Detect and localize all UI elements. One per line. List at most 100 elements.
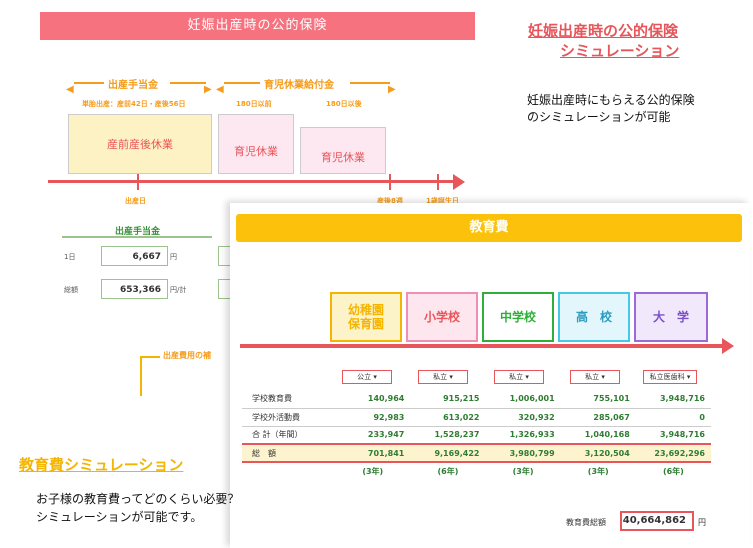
education-timeline <box>240 344 730 348</box>
dropdown-icon: ▾ <box>449 373 453 381</box>
cell-value: 0 <box>635 408 711 427</box>
cell-value: 915,215 <box>410 390 486 409</box>
years-value: (3年) <box>512 467 534 476</box>
table-row: 学校外活動費 92,983 613,022 320,932 285,067 0 <box>242 408 711 427</box>
maternity-header: 妊娠出産時の公的保険 <box>40 12 475 40</box>
cell-value: 1,326,933 <box>485 426 561 445</box>
cell-value: 613,022 <box>410 408 486 427</box>
maternity-sim-title-2: シミュレーション <box>560 42 680 60</box>
select-value: 私立 <box>585 373 600 381</box>
maternity-desc-2: のシミュレーションが可能 <box>527 110 671 124</box>
calc-value-total: 653,366 <box>101 279 168 299</box>
dropdown-icon: ▾ <box>373 373 377 381</box>
callout-bracket <box>140 356 142 396</box>
box-childcare-leave-1: 育児休業 <box>218 114 294 174</box>
table-row-total: 総 額 701,841 9,169,422 3,980,799 3,120,50… <box>242 444 711 463</box>
dropdown-icon: ▾ <box>686 373 691 381</box>
row-label: 学校教育費 <box>242 390 336 409</box>
education-desc-1: お子様の教育費ってどのくらい必要？ <box>36 492 240 506</box>
school-type-select[interactable]: 公立 ▾ <box>342 370 392 384</box>
tick-8w-label: 産後8週 <box>377 197 403 205</box>
arrow-right-icon: ▶ <box>204 84 212 95</box>
school-type-select[interactable]: 私立 ▾ <box>570 370 620 384</box>
education-cost-table: 学校教育費 140,964 915,215 1,006,001 755,101 … <box>242 390 711 480</box>
tick-8w <box>389 174 391 190</box>
cell-value: 755,101 <box>560 390 636 409</box>
stage-university[interactable]: 大 学 <box>634 292 708 342</box>
sub-180-before: 180日以前 <box>236 100 272 108</box>
box-childcare-leave-2: 育児休業 <box>300 127 386 174</box>
maternity-timeline <box>48 180 456 183</box>
cell-value: 92,983 <box>335 408 411 427</box>
table-row: 合 計（年間） 233,947 1,528,237 1,326,933 1,04… <box>242 426 711 445</box>
stage-kindergarten[interactable]: 幼稚園 保育園 <box>330 292 402 342</box>
calc-divider <box>62 236 212 238</box>
cell-value: 285,067 <box>560 408 636 427</box>
stage-elementary[interactable]: 小学校 <box>406 292 478 342</box>
box-prepost-leave: 産前産後休業 <box>68 114 212 174</box>
calc-label-total: 総額 <box>64 286 78 294</box>
maternity-sim-title-1: 妊娠出産時の公的保険 <box>528 22 679 40</box>
callout-label: 出産費用の補 <box>163 351 211 360</box>
phase-line <box>170 82 206 84</box>
calc-unit-total: 円/計 <box>170 286 187 294</box>
cell-value: 1,528,237 <box>410 426 486 445</box>
school-type-select[interactable]: 私立 ▾ <box>494 370 544 384</box>
years-spacer <box>242 462 335 480</box>
arrow-left-icon: ◀ <box>216 84 224 95</box>
row-label: 合 計（年間） <box>242 426 336 445</box>
calc-unit-day: 円 <box>170 253 177 261</box>
calc-box-partial <box>218 279 232 299</box>
select-value: 私立 <box>433 373 448 381</box>
arrow-right-icon: ▶ <box>388 84 396 95</box>
education-sim-title: 教育費シミュレーション <box>19 456 184 474</box>
phase-line <box>224 82 260 84</box>
calc-value-day: 6,667 <box>101 246 168 266</box>
arrow-left-icon: ◀ <box>66 84 74 95</box>
tick-birth-label: 出産日 <box>125 197 146 205</box>
row-label: 学校外活動費 <box>242 408 336 427</box>
tick-1y <box>437 174 439 190</box>
sub-180-after: 180日以後 <box>326 100 362 108</box>
education-desc-2: シミュレーションが可能です。 <box>36 510 203 524</box>
cell-value: 320,932 <box>485 408 561 427</box>
stage-junior-high[interactable]: 中学校 <box>482 292 554 342</box>
calc-title: 出産手当金 <box>115 227 161 237</box>
phase-childcare-label: 育児休業給付金 <box>264 80 334 91</box>
select-value: 私立 <box>509 373 524 381</box>
tick-birth <box>137 174 139 190</box>
calc-box-partial <box>218 246 232 266</box>
cell-value: 3,948,716 <box>635 426 711 445</box>
dropdown-icon: ▾ <box>525 373 529 381</box>
phase-birth-label: 出産手当金 <box>108 80 158 91</box>
total-label: 教育費総額 <box>566 518 606 527</box>
timeline-arrowhead <box>453 174 465 190</box>
stage-high-school[interactable]: 高 校 <box>558 292 630 342</box>
total-unit: 円 <box>698 518 706 527</box>
select-value: 私立医歯科 <box>649 373 685 381</box>
table-row-years: (3年) (6年) (3年) (3年) (6年) <box>242 462 711 480</box>
cell-value: 701,841 <box>335 444 411 463</box>
cell-value: 233,947 <box>335 426 411 445</box>
education-arrowhead <box>722 338 734 354</box>
school-type-select[interactable]: 私立医歯科 ▾ <box>643 370 697 384</box>
cell-value: 3,980,799 <box>485 444 561 463</box>
phase-line <box>74 82 104 84</box>
phase-line <box>350 82 390 84</box>
cell-value: 1,040,168 <box>560 426 636 445</box>
cell-value: 23,692,296 <box>635 444 711 463</box>
cell-value: 3,120,504 <box>560 444 636 463</box>
total-value: 40,664,862 <box>620 511 694 531</box>
school-type-select[interactable]: 私立 ▾ <box>418 370 468 384</box>
cell-value: 9,169,422 <box>410 444 486 463</box>
cell-value: 140,964 <box>335 390 411 409</box>
tick-1y-label: 1歳誕生日 <box>426 197 459 205</box>
dropdown-icon: ▾ <box>601 373 605 381</box>
cell-value: 1,006,001 <box>485 390 561 409</box>
callout-bracket <box>140 356 160 358</box>
years-value: (6年) <box>437 467 459 476</box>
years-value: (3年) <box>587 467 609 476</box>
row-label: 総 額 <box>242 444 336 463</box>
select-value: 公立 <box>357 373 372 381</box>
years-value: (6年) <box>662 467 684 476</box>
